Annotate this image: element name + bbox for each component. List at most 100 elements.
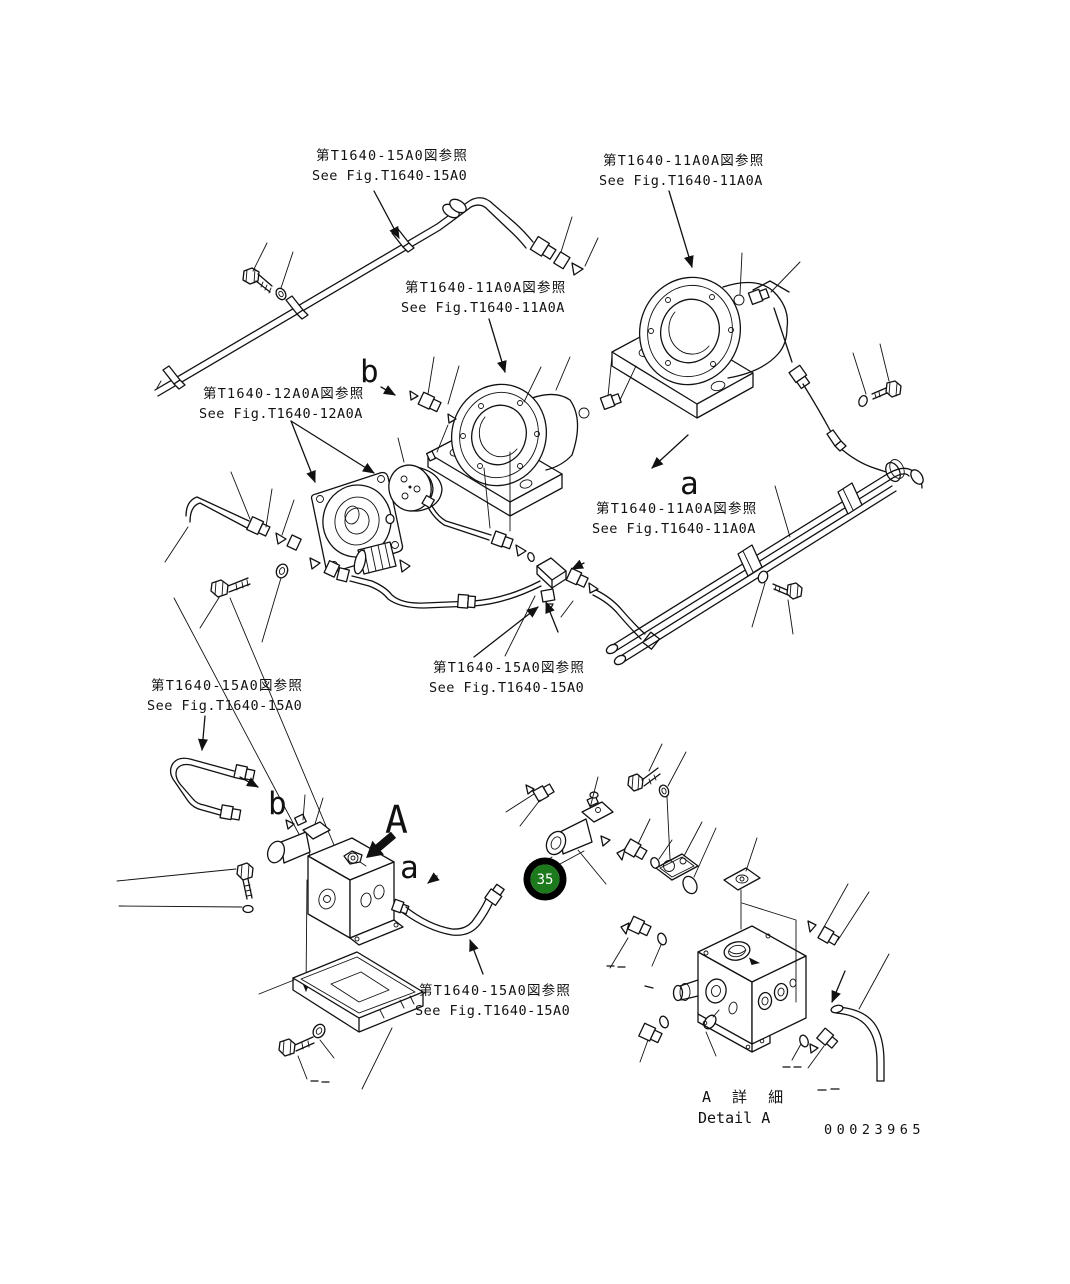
pipe-clamp [285,295,309,320]
ref-label-jp: 第T1640-15A0図参照 [316,147,468,164]
tee-block [536,557,567,589]
washer [242,904,254,914]
o-ring [682,875,698,895]
plug-fitting [627,915,652,937]
bolt [210,577,251,598]
hose-lower-left [169,757,256,821]
bolt [278,1036,315,1057]
hose-fitting [219,804,242,821]
pipe-clamp [737,544,763,577]
bolt [772,582,803,600]
washer [658,784,670,798]
tee-fitting-bottom [540,588,556,603]
hose-fitting [246,516,271,537]
ref-label-jp: 第T1640-11A0A図参照 [603,152,764,169]
bolt [236,862,254,900]
bolt [242,267,273,294]
hose-end-fitting [484,883,505,907]
hose-tee-middle [336,451,661,657]
knurled-filter [353,541,397,575]
port-hole [733,294,745,306]
fitting-cone [616,848,626,861]
tube-fitting [747,288,770,306]
tube-fitting [817,925,840,946]
routing-line [173,597,343,865]
connection-letter-a-upper: a [680,466,699,502]
reference-label-center: 第T1640-15A0図参照 See Fig.T1640-15A0 [429,659,585,696]
fitting-cone [409,390,419,401]
reference-label-lower-left: 第T1640-15A0図参照 See Fig.T1640-15A0 [147,677,303,714]
ref-label-jp: 第T1640-12A0A図参照 [203,385,364,402]
pipe-clamp [156,365,186,390]
bolt [627,767,661,792]
filler-port [723,941,751,961]
hose-fitting [816,1027,839,1049]
fitting-cone [600,835,611,847]
detail-a-group [606,743,890,1091]
ref-label-en: See Fig.T1640-15A0 [429,680,584,696]
solenoid-valve [545,791,614,856]
connection-letter-a-lower: a [400,850,419,886]
tube-fitting [529,235,557,260]
pipe-clamp [826,429,847,452]
tube-union [788,364,811,390]
joint-plate [655,853,699,881]
right-port [757,991,773,1011]
drawing-number: 00023965 [824,1122,925,1138]
hose-fitting [490,530,514,550]
ref-label-en: See Fig.T1640-11A0A [599,173,763,189]
part-balloon-35[interactable]: 35 [523,857,567,901]
bolt [871,380,902,400]
hose-union [456,593,477,609]
solenoid-valve-group: 35 [505,776,673,901]
front-port [705,978,727,1004]
tube-fitting [599,393,622,411]
break-dashes [310,1080,330,1083]
right-port [773,982,789,1002]
hose-left [164,471,343,865]
bearing-housing-middle [409,355,637,517]
ref-label-jp: 第T1640-15A0図参照 [419,982,571,999]
fitting-cone [399,559,411,573]
plug-fitting [638,1022,663,1044]
ref-label-en: See Fig.T1640-12A0A [199,406,363,422]
manifold-base-plate [697,1013,771,1053]
bearing-housing-right [611,252,905,483]
fitting-cone [809,1043,819,1054]
ref-label-en: See Fig.T1640-15A0 [312,168,467,184]
cover-plate [723,837,761,930]
ring-washer [312,1023,326,1039]
ref-label-jp: 第T1640-15A0図参照 [151,677,303,694]
hose-fitting [642,631,661,650]
connection-letter-b-lower: b [268,786,287,822]
reference-label-top-left: 第T1640-15A0図参照 See Fig.T1640-15A0 [312,147,468,184]
reference-label-middle-right: 第T1640-11A0A図参照 See Fig.T1640-11A0A [592,500,757,537]
pipe-pair-right [605,467,924,666]
ref-label-jp: 第T1640-15A0図参照 [433,659,585,676]
tee-right-fitting [565,567,589,588]
ref-label-jp: 第T1640-11A0A図参照 [405,279,566,296]
pipe-clamp [837,482,863,515]
fitting-cone [620,922,630,935]
fitting-cone [309,557,321,570]
ref-label-jp: 第T1640-11A0A図参照 [596,500,757,517]
balloon-number: 35 [537,872,554,888]
fitting-cone [807,920,817,933]
fitting-cone [571,262,584,276]
tube-nut [553,251,571,270]
ring-washer [275,563,289,579]
ref-label-en: See Fig.T1640-15A0 [415,1003,570,1019]
detail-caption-en: Detail A [698,1109,770,1127]
tube-union [323,560,341,578]
washer [275,287,287,301]
fitting-cone [588,582,599,594]
valve-group [116,794,505,1090]
hose-end-fitting [336,567,350,583]
valve-port-fitting [391,898,410,915]
fitting-cone [447,413,457,424]
ref-label-en: See Fig.T1640-11A0A [592,521,756,537]
detail-view-arrow [366,831,397,858]
fitting-cone [515,544,527,557]
